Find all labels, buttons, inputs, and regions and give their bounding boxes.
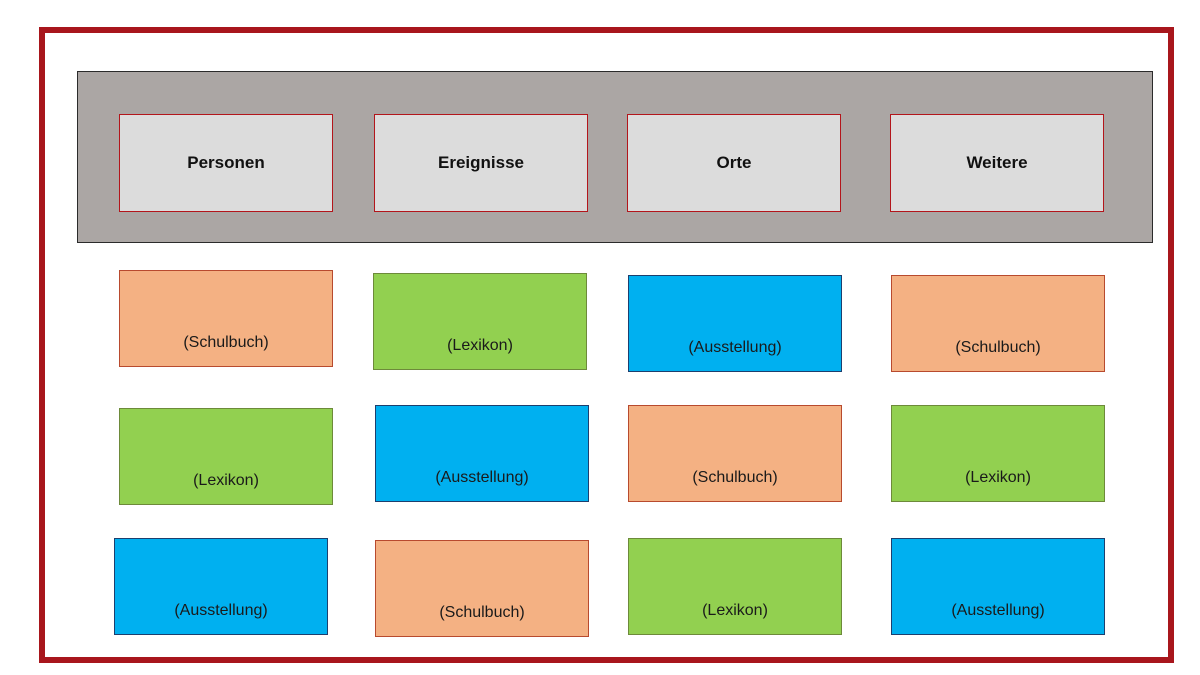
tile-label: (Schulbuch) <box>183 334 269 351</box>
nav-button-personen[interactable]: Personen <box>119 114 333 212</box>
tile-r2-c4[interactable]: (Lexikon) <box>891 405 1105 502</box>
category-nav-bar: Personen Ereignisse Orte Weitere <box>77 71 1153 243</box>
tile-r3-c2[interactable]: (Schulbuch) <box>375 540 589 637</box>
tile-label: (Lexikon) <box>702 602 768 619</box>
tile-r2-c1[interactable]: (Lexikon) <box>119 408 333 505</box>
diagram-frame: Personen Ereignisse Orte Weitere (Schulb… <box>39 27 1174 663</box>
tile-r1-c4[interactable]: (Schulbuch) <box>891 275 1105 372</box>
nav-button-orte[interactable]: Orte <box>627 114 841 212</box>
tile-label: (Lexikon) <box>965 469 1031 486</box>
tile-r3-c4[interactable]: (Ausstellung) <box>891 538 1105 635</box>
tile-label: (Lexikon) <box>447 337 513 354</box>
tile-label: (Schulbuch) <box>692 469 778 486</box>
tile-r3-c1[interactable]: (Ausstellung) <box>114 538 328 635</box>
tile-label: (Ausstellung) <box>174 602 268 619</box>
tile-r3-c3[interactable]: (Lexikon) <box>628 538 842 635</box>
nav-button-weitere[interactable]: Weitere <box>890 114 1104 212</box>
tile-label: (Schulbuch) <box>955 339 1041 356</box>
tile-label: (Lexikon) <box>193 472 259 489</box>
tile-r1-c3[interactable]: (Ausstellung) <box>628 275 842 372</box>
nav-button-ereignisse[interactable]: Ereignisse <box>374 114 588 212</box>
tile-r2-c2[interactable]: (Ausstellung) <box>375 405 589 502</box>
tile-r2-c3[interactable]: (Schulbuch) <box>628 405 842 502</box>
tile-label: (Ausstellung) <box>688 339 782 356</box>
tile-label: (Ausstellung) <box>435 469 529 486</box>
tile-r1-c2[interactable]: (Lexikon) <box>373 273 587 370</box>
tile-r1-c1[interactable]: (Schulbuch) <box>119 270 333 367</box>
tile-label: (Schulbuch) <box>439 604 525 621</box>
tile-label: (Ausstellung) <box>951 602 1045 619</box>
